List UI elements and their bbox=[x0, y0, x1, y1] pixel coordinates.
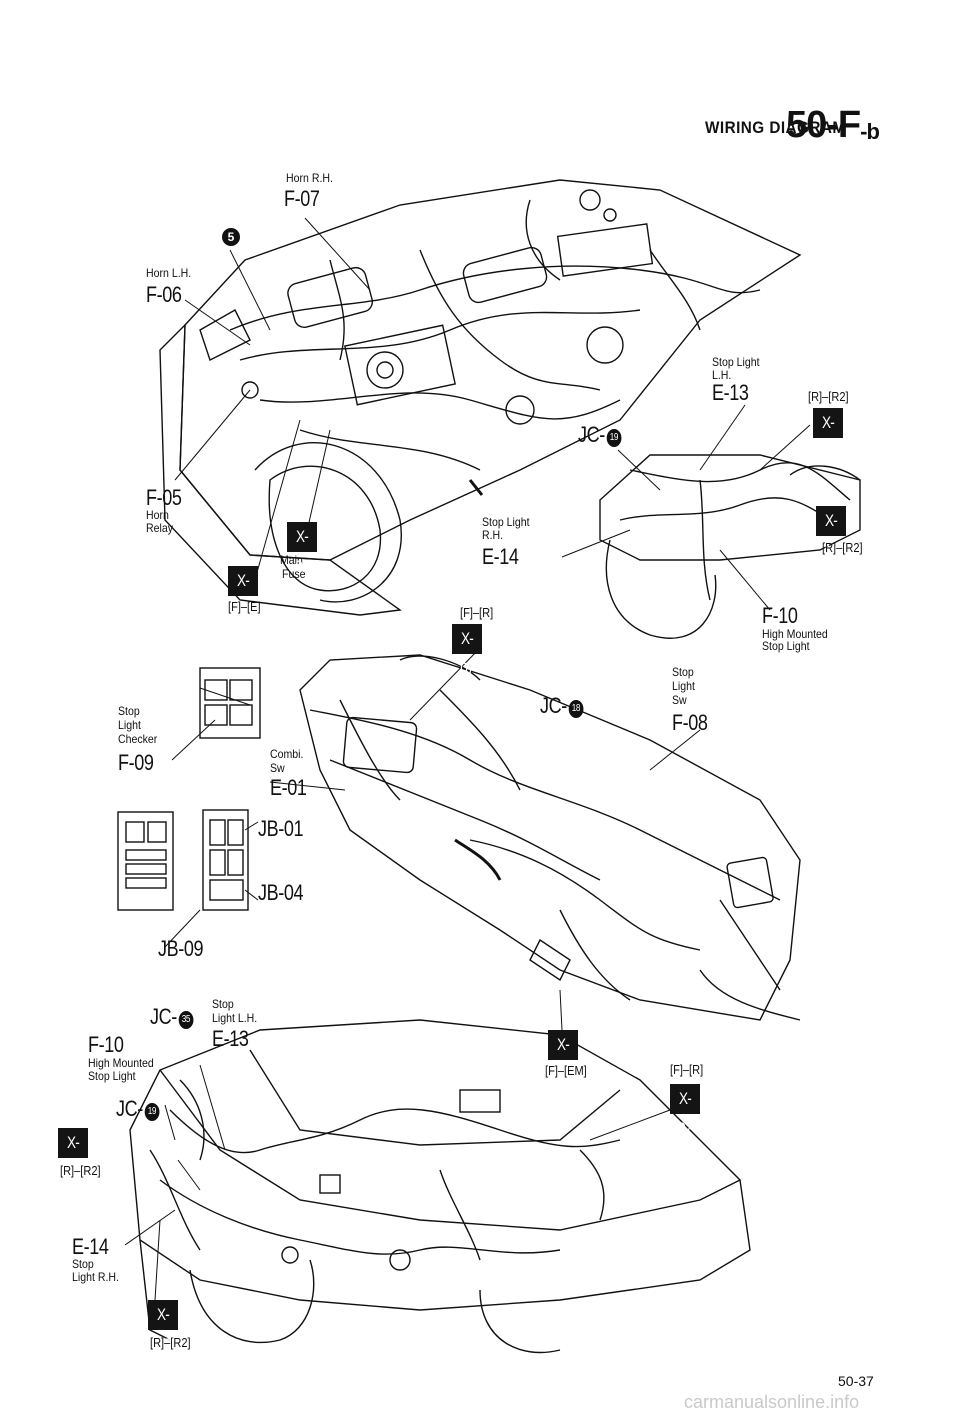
stop-light-lh-name-2: L.H. bbox=[712, 368, 732, 382]
stop-light-lh-code: E-13 bbox=[712, 380, 749, 405]
section-code: 50-F bbox=[786, 104, 861, 146]
bottom-hmsl-name-1: High Mounted bbox=[88, 1056, 154, 1070]
bracket-f-em: [F]–[EM] bbox=[545, 1063, 587, 1078]
jb04-label: JB-04 bbox=[258, 880, 304, 905]
jc-35-label: JC-35 bbox=[150, 1004, 194, 1029]
connector-x27-bottom-label: X-27 bbox=[156, 1305, 170, 1354]
leader-lines bbox=[124, 217, 811, 1301]
stop-light-lh-name-1: Stop Light bbox=[712, 355, 760, 369]
main-fuse-label-1: Main bbox=[280, 553, 303, 567]
dashboard-drawing bbox=[299, 654, 801, 1021]
callout-5-icon: 5 bbox=[222, 228, 240, 246]
connector-x01-icon: X-01 bbox=[287, 522, 317, 576]
hmsl-top-name-2: Stop Light bbox=[762, 639, 810, 653]
horn-lh-name: Horn L.H. bbox=[146, 266, 192, 280]
jc-19-bottom-icon: 19 bbox=[144, 1103, 160, 1121]
jc-19-bottom-label: JC-19 bbox=[116, 1096, 160, 1121]
bottom-stop-lh-name-2: Light L.H. bbox=[212, 1011, 258, 1025]
rear-hatch-drawing-top bbox=[599, 454, 861, 639]
checker-name-3: Checker bbox=[118, 732, 158, 746]
hmsl-top-code: F-10 bbox=[762, 603, 798, 628]
section-number: 50-F-b bbox=[786, 104, 880, 147]
combi-sw-name-2: Sw bbox=[270, 761, 285, 775]
horn-lh-code: F-06 bbox=[146, 282, 182, 307]
combi-sw-code: E-01 bbox=[270, 775, 307, 800]
connector-x01-label: X-01 bbox=[295, 527, 309, 576]
stop-light-rh-name-1: Stop Light bbox=[482, 515, 530, 529]
page-number: 50-37 bbox=[838, 1373, 874, 1389]
watermark-text: carmanualsonline.info bbox=[684, 1392, 860, 1412]
connector-x17-bottom-label: X-17 bbox=[66, 1133, 80, 1182]
jb09-label: JB-09 bbox=[158, 936, 204, 961]
jc-18-icon: 18 bbox=[568, 700, 584, 718]
connector-x27-top-icon: X-27 bbox=[813, 408, 843, 462]
section-suffix: -b bbox=[860, 119, 880, 144]
bracket-r-r2-c: [R]–[R2] bbox=[60, 1163, 101, 1178]
hmsl-top-name-1: High Mounted bbox=[762, 627, 828, 641]
connector-x07-bottom-label: X-07 bbox=[678, 1089, 692, 1138]
bottom-hmsl-code: F-10 bbox=[88, 1032, 124, 1057]
connector-x03-label: X-03 bbox=[556, 1035, 570, 1084]
jb01-label: JB-01 bbox=[258, 816, 304, 841]
jc-19-bottom-prefix: JC- bbox=[116, 1096, 143, 1121]
combi-sw-name-1: Combi. bbox=[270, 747, 304, 761]
main-fuse-label-2: Fuse bbox=[282, 567, 306, 581]
connector-x07-mid-label: X-07 bbox=[460, 629, 474, 678]
header-title: WIRING DIAGRAM bbox=[705, 118, 846, 137]
connector-x27-bottom-icon: X-27 bbox=[148, 1300, 178, 1354]
junction-boxes-drawing bbox=[117, 667, 261, 911]
bottom-stop-rh-code: E-14 bbox=[72, 1234, 109, 1259]
bottom-stop-rh-name-2: Light R.H. bbox=[72, 1270, 119, 1284]
horn-rh-name: Horn R.H. bbox=[286, 171, 333, 185]
bracket-r-r2-b: [R]–[R2] bbox=[822, 540, 863, 555]
connector-x17-bottom-icon: X-17 bbox=[58, 1128, 88, 1182]
connector-x17-top-icon: X-17 bbox=[816, 506, 846, 560]
stop-light-sw-code: F-08 bbox=[672, 710, 708, 735]
bottom-hmsl-name-2: Stop Light bbox=[88, 1069, 136, 1083]
checker-name-1: Stop bbox=[118, 704, 140, 718]
horn-rh-code: F-07 bbox=[284, 186, 320, 211]
bottom-stop-rh-name-1: Stop bbox=[72, 1257, 94, 1271]
stop-light-sw-name-3: Sw bbox=[672, 693, 687, 707]
bracket-f-r-bottom: [F]–[R] bbox=[670, 1062, 704, 1077]
engine-compartment-drawing bbox=[159, 179, 802, 616]
jc-19-label: JC-19 bbox=[578, 422, 622, 447]
bracket-r-r2-d: [R]–[R2] bbox=[150, 1335, 191, 1350]
connector-x03-icon: X-03 bbox=[548, 1030, 578, 1084]
bottom-stop-lh-code: E-13 bbox=[212, 1026, 249, 1051]
jc-18-prefix: JC- bbox=[540, 693, 567, 718]
stop-light-rh-name-2: R.H. bbox=[482, 528, 504, 542]
connector-x17-top-label: X-17 bbox=[824, 511, 838, 560]
car-body-drawing bbox=[129, 1019, 751, 1354]
horn-relay-name-1: Horn bbox=[146, 508, 169, 522]
jc-19-icon: 19 bbox=[606, 429, 622, 447]
horn-relay-name-2: Relay bbox=[146, 521, 174, 535]
jc-35-icon: 35 bbox=[178, 1011, 194, 1029]
bracket-f-e: [F]–[E] bbox=[228, 599, 261, 614]
connector-x07-bottom-icon: X-07 bbox=[670, 1084, 700, 1138]
horn-relay-code: F-05 bbox=[146, 485, 182, 510]
connector-x07-mid-icon: X-07 bbox=[452, 624, 482, 678]
connector-x09-icon: X-09 bbox=[228, 566, 258, 620]
connector-x27-top-label: X-27 bbox=[821, 413, 835, 462]
connector-x09-label: X-09 bbox=[236, 571, 250, 620]
bracket-r-r2-a: [R]–[R2] bbox=[808, 389, 849, 404]
jc-35-prefix: JC- bbox=[150, 1004, 177, 1029]
jc-18-label: JC-18 bbox=[540, 693, 584, 718]
stop-light-sw-name-1: Stop bbox=[672, 665, 694, 679]
checker-code: F-09 bbox=[118, 750, 154, 775]
bottom-stop-lh-name-1: Stop bbox=[212, 997, 234, 1011]
stop-light-sw-name-2: Light bbox=[672, 679, 695, 693]
checker-name-2: Light bbox=[118, 718, 141, 732]
bracket-f-r-mid: [F]–[R] bbox=[460, 605, 494, 620]
jc-19-prefix: JC- bbox=[578, 422, 605, 447]
stop-light-rh-code: E-14 bbox=[482, 544, 519, 569]
